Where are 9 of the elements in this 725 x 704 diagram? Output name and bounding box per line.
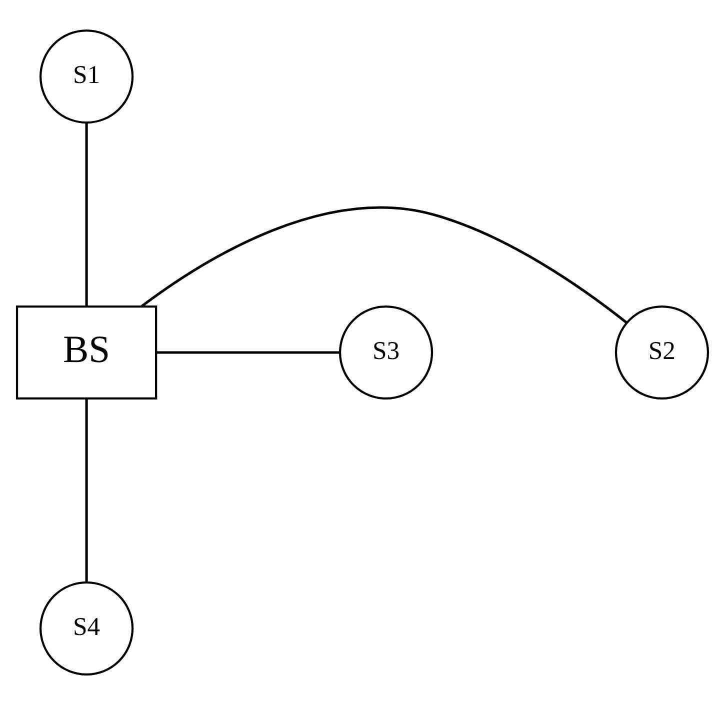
node-circle: S3 [338,304,434,400]
node-circle: S2 [614,304,710,400]
connector [156,350,340,354]
node-box: BS [16,304,158,400]
connector [140,206,628,324]
node-circle: S4 [39,580,134,676]
connector [85,122,88,306]
connector [85,398,88,582]
node-circle: S1 [39,28,134,124]
